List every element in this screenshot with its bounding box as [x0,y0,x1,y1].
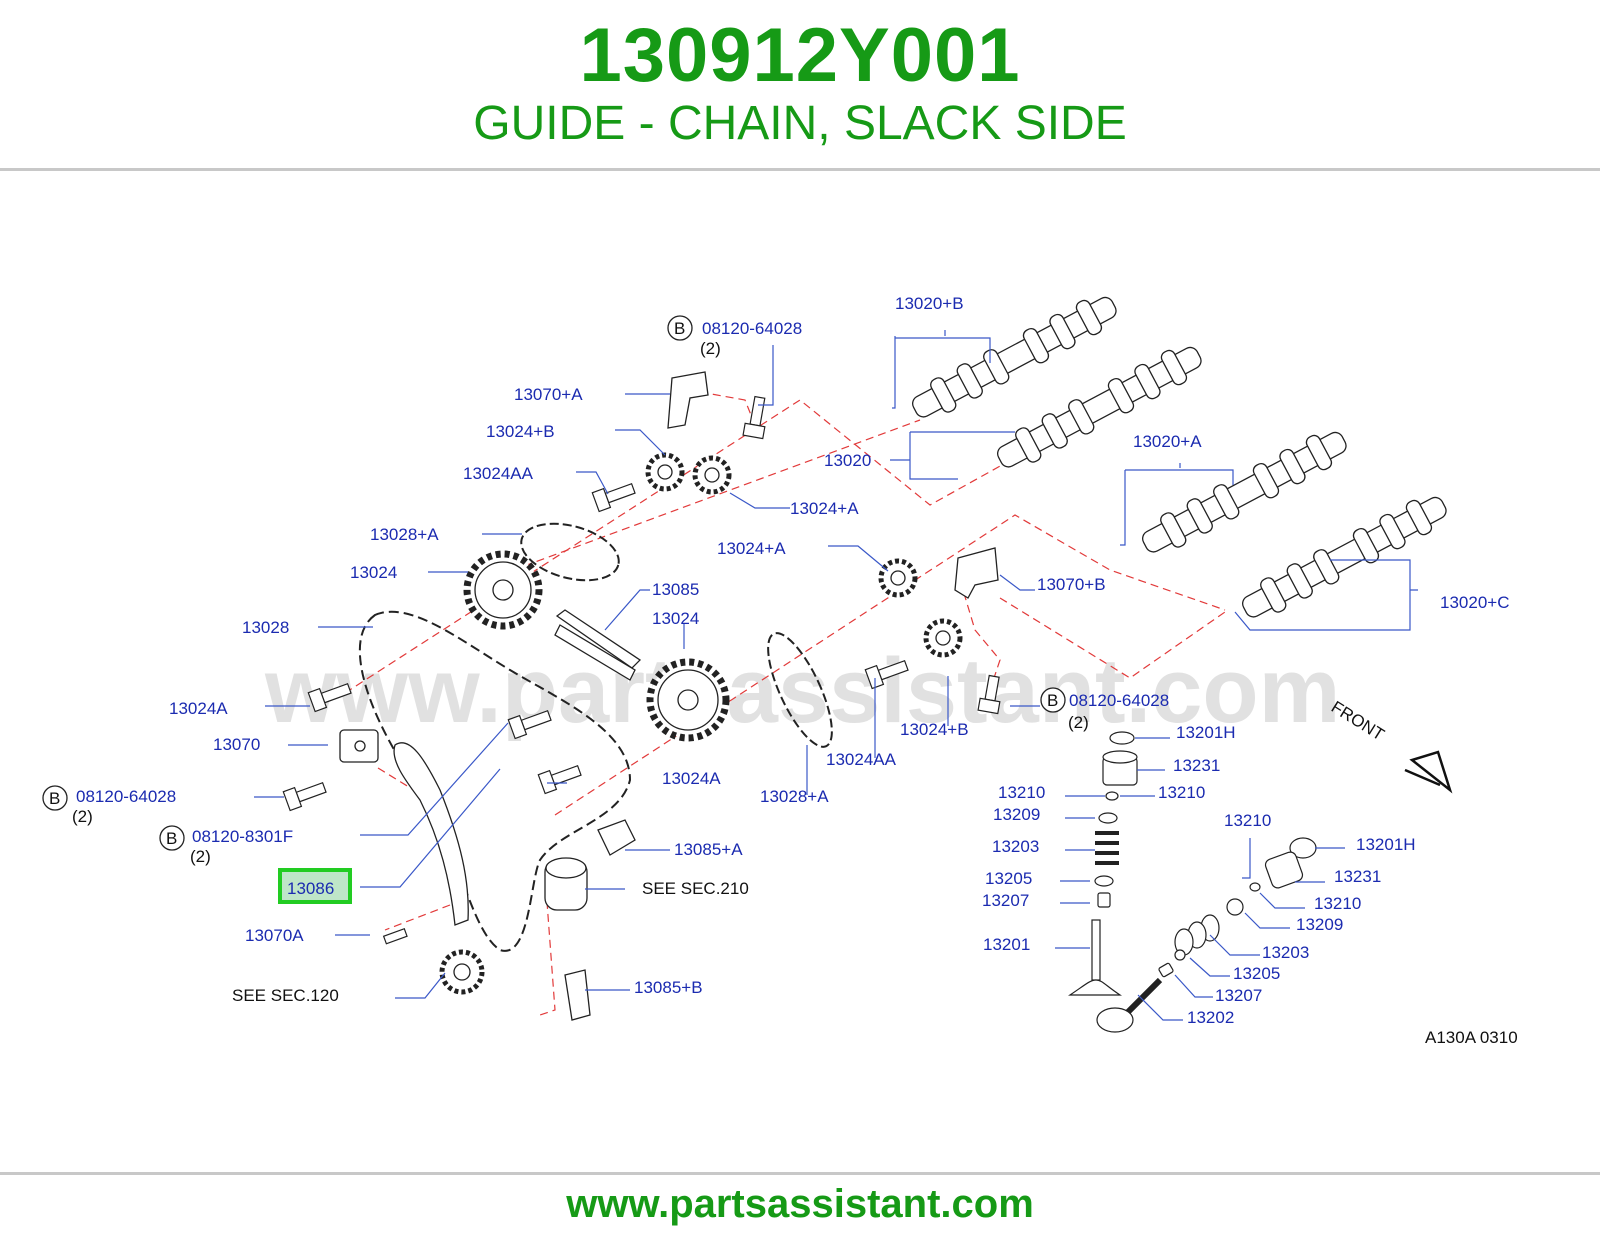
valve-parts [1068,731,1317,1033]
label-13210-b2[interactable]: 13210 [1314,894,1361,913]
part-number-title: 130912Y001 [579,13,1021,98]
chain-13028A-bot [767,632,833,748]
label-08120-64028-top[interactable]: 08120-64028 [702,319,802,338]
label-13020A-plus[interactable]: 13020+A [1133,432,1202,451]
tensioner-13070B-plus [954,547,999,599]
sprocket-13024-left [463,550,543,630]
qty-left: (2) [72,807,93,826]
label-08120-8301F[interactable]: 08120-8301F [192,827,293,846]
front-arrow: FRONT [1328,697,1453,794]
header-divider [0,168,1600,171]
label-13205-a[interactable]: 13205 [985,869,1032,888]
label-13024AA-top[interactable]: 13024AA [463,464,534,483]
label-13024B-right[interactable]: 13024+B [900,720,969,739]
label-13024A-plus-mid[interactable]: 13024+A [717,539,786,558]
svg-text:B: B [49,789,60,808]
label-see-sec-120[interactable]: SEE SEC.120 [232,986,339,1005]
bolt-marker-b2: B [1040,687,1066,713]
label-13020B[interactable]: 13020+B [895,294,964,313]
label-13086[interactable]: 13086 [287,879,334,898]
camshaft-13020A [1142,431,1347,553]
footer-divider [0,1172,1600,1175]
tensioner-13070 [339,729,379,763]
svg-text:B: B [674,319,685,338]
label-13024A-left[interactable]: 13024A [169,699,228,718]
label-13024A-plus-top[interactable]: 13024+A [790,499,859,518]
qty-top: (2) [700,339,721,358]
label-13028A-bot[interactable]: 13028+A [760,787,829,806]
tensioner-13070A-plus [667,371,709,429]
leader-lines [254,330,1418,1021]
label-13024-mid[interactable]: 13024 [652,609,699,628]
label-13024AA-bot[interactable]: 13024AA [826,750,897,769]
label-13209-a[interactable]: 13209 [993,805,1040,824]
sprocket-13024B-top [645,452,685,492]
label-13020[interactable]: 13020 [824,451,871,470]
label-13203-a[interactable]: 13203 [992,837,1039,856]
footer-website-link[interactable]: www.partsassistant.com [566,1182,1034,1226]
sprocket-13024B-right [923,618,963,658]
tensioner-13085A-plus [597,819,636,856]
label-13020C[interactable]: 13020+C [1440,593,1509,612]
label-13207-a[interactable]: 13207 [982,891,1029,910]
highlight-box-13086 [278,868,352,904]
guide-13085 [554,609,642,681]
label-13028A-top[interactable]: 13028+A [370,525,439,544]
label-13209-b[interactable]: 13209 [1296,915,1343,934]
label-13210-a2[interactable]: 13210 [1158,783,1205,802]
svg-text:B: B [166,829,177,848]
bolt-marker-b1: B [667,315,693,341]
label-13205-b[interactable]: 13205 [1233,964,1280,983]
sprocket-13024A-plus-top [692,455,732,495]
tensioner-see-210 [544,857,588,911]
sprocket-13024A-plus-mid [878,558,918,598]
svg-text:B: B [1047,691,1058,710]
camshaft-13020 [997,346,1202,468]
guide-13086-slack-side [393,742,469,926]
label-13070A[interactable]: 13070A [245,926,304,945]
part-description: GUIDE - CHAIN, SLACK SIDE [473,97,1127,150]
page-header: 130912Y001 GUIDE - CHAIN, SLACK SIDE [0,0,1600,168]
label-08120-64028-right[interactable]: 08120-64028 [1069,691,1169,710]
label-13085A-plus[interactable]: 13085+A [674,840,743,859]
part-labels: 13020+B 08120-64028 (2) 13070+A 13024+B … [72,294,1518,1047]
qty-8301F: (2) [190,847,211,866]
label-13210-a1[interactable]: 13210 [998,783,1045,802]
bolt-marker-b4: B [159,825,185,851]
label-13202[interactable]: 13202 [1187,1008,1234,1027]
bolt-marker-b3: B [42,785,68,811]
tensioner-13085B-plus [564,969,591,1021]
label-see-sec-210[interactable]: SEE SEC.210 [642,879,749,898]
label-13201[interactable]: 13201 [983,935,1030,954]
camshaft-13020B [912,296,1117,418]
camshaft-13020C [1242,496,1447,618]
label-13024A-mid[interactable]: 13024A [662,769,721,788]
label-13201H-a[interactable]: 13201H [1176,723,1236,742]
diagram-code: A130A 0310 [1425,1028,1518,1047]
watermark: www.partsassistant.com [264,640,1340,742]
parts-diagram: www.partsassistant.com [42,294,1518,1047]
label-13203-b[interactable]: 13203 [1262,943,1309,962]
label-13207-b[interactable]: 13207 [1215,986,1262,1005]
label-13024B-top[interactable]: 13024+B [486,422,555,441]
label-13085[interactable]: 13085 [652,580,699,599]
label-08120-64028-left[interactable]: 08120-64028 [76,787,176,806]
label-13085B-plus[interactable]: 13085+B [634,978,703,997]
label-13028[interactable]: 13028 [242,618,289,637]
label-13231-b[interactable]: 13231 [1334,867,1381,886]
label-13070A-plus[interactable]: 13070+A [514,385,583,404]
chain-13028A-top [520,522,620,582]
label-13024-left[interactable]: 13024 [350,563,397,582]
label-13070B-plus[interactable]: 13070+B [1037,575,1106,594]
label-13210-b1[interactable]: 13210 [1224,811,1271,830]
bolt-parts [282,395,1001,945]
label-13070[interactable]: 13070 [213,735,260,754]
qty-right: (2) [1068,713,1089,732]
label-13201H-b[interactable]: 13201H [1356,835,1416,854]
sprocket-13024-mid [646,658,730,742]
crank-sprocket [439,949,485,995]
label-13231-a[interactable]: 13231 [1173,756,1220,775]
